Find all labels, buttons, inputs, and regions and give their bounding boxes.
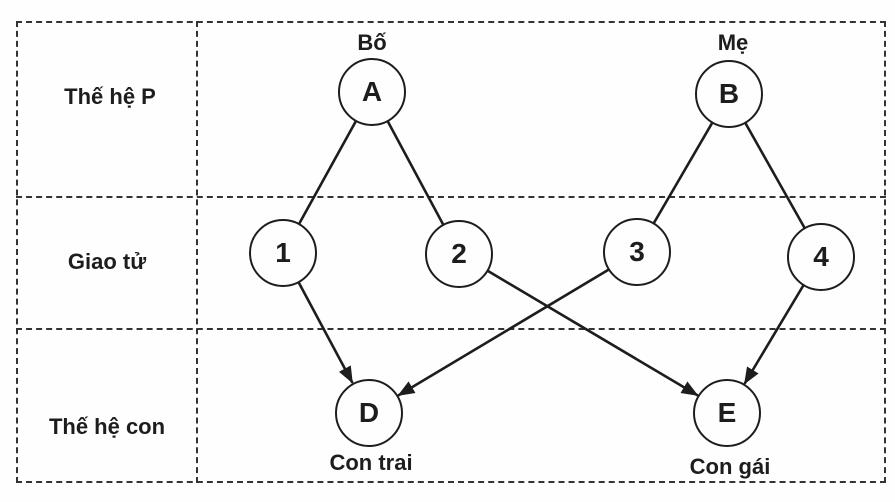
row-label-generation-offspring: Thế hệ con	[48, 414, 166, 439]
row-divider-p-gametes	[16, 196, 886, 198]
caption-son: Con trai	[329, 450, 413, 475]
gamete-2-label: 2	[451, 238, 467, 269]
node-e-label: E	[717, 397, 737, 428]
label-column-divider	[196, 21, 198, 483]
caption-father: Bố	[357, 30, 387, 55]
gamete-3-label: 3	[629, 236, 645, 267]
caption-daughter: Con gái	[689, 454, 771, 479]
edge-gamete-4-to-e	[743, 284, 805, 385]
node-e-daughter: E	[693, 379, 761, 447]
row-divider-gametes-offspring	[16, 328, 886, 330]
gamete-4-label: 4	[813, 241, 829, 272]
node-gamete-1: 1	[249, 219, 317, 287]
node-gamete-4: 4	[787, 223, 855, 291]
edge-gamete-3-to-d	[397, 268, 610, 397]
node-a-label: A	[361, 76, 383, 107]
node-a-father: A	[338, 58, 406, 126]
row-label-generation-p: Thế hệ P	[64, 84, 156, 109]
node-d-son: D	[335, 379, 403, 447]
row-label-gametes: Giao tử	[67, 249, 147, 274]
node-d-label: D	[358, 397, 380, 428]
edge-gamete-2-to-e	[486, 269, 699, 397]
node-gamete-2: 2	[425, 220, 493, 288]
gamete-1-label: 1	[275, 237, 291, 268]
diagram-outer-border	[16, 21, 886, 483]
caption-mother: Mẹ	[717, 30, 749, 55]
node-b-label: B	[718, 78, 740, 109]
edge-gamete-1-to-d	[297, 281, 354, 384]
node-gamete-3: 3	[603, 218, 671, 286]
node-b-mother: B	[695, 60, 763, 128]
